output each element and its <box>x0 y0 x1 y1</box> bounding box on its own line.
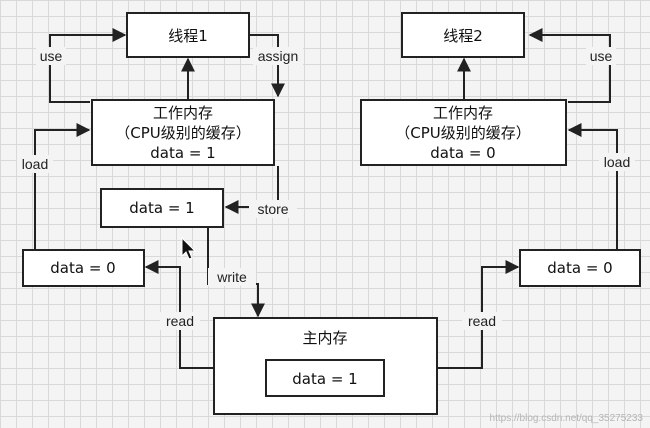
wm2-subtitle: （CPU级别的缓存） <box>395 124 531 142</box>
edge-load-right <box>567 123 618 250</box>
thread1-label: 线程1 <box>168 27 208 45</box>
edge-use-right <box>528 28 611 103</box>
label-use-left: use <box>40 48 63 64</box>
label-load-right: load <box>604 154 630 170</box>
working-memory-1: 工作内存 （CPU级别的缓存） data = 1 <box>91 99 275 166</box>
mouse-cursor-icon <box>181 236 197 260</box>
label-assign: assign <box>258 48 298 64</box>
right-copy-label: data = 0 <box>547 259 612 277</box>
label-use-right: use <box>590 48 613 64</box>
label-read-left: read <box>166 313 194 329</box>
wm1-data: data = 1 <box>150 144 215 162</box>
edge-load-left <box>34 123 91 250</box>
right-copy-box: data = 0 <box>519 249 641 287</box>
thread2-box: 线程2 <box>401 12 525 58</box>
working-memory-2: 工作内存 （CPU级别的缓存） data = 0 <box>360 99 567 166</box>
label-write: write <box>216 269 247 285</box>
edge-labels: use assign use load load store write rea… <box>17 47 635 330</box>
thread1-box: 线程1 <box>126 12 250 58</box>
store-box-label: data = 1 <box>129 199 194 217</box>
label-store: store <box>257 201 288 217</box>
store-box: data = 1 <box>100 188 224 228</box>
edge-assign <box>250 34 285 98</box>
left-copy-box: data = 0 <box>22 249 145 287</box>
label-load-left: load <box>22 156 48 172</box>
watermark: https://blog.csdn.net/qq_35275233 <box>490 413 644 424</box>
wm1-subtitle: （CPU级别的缓存） <box>115 124 251 142</box>
main-data-box: data = 1 <box>265 359 385 397</box>
wm2-title: 工作内存 <box>433 104 493 122</box>
main-memory-title: 主内存 <box>302 329 347 347</box>
wm1-title: 工作内存 <box>153 104 213 122</box>
edge-use-left <box>49 28 127 103</box>
left-copy-label: data = 0 <box>50 259 115 277</box>
main-data-label: data = 1 <box>292 370 357 388</box>
thread2-label: 线程2 <box>443 27 483 45</box>
label-read-right: read <box>468 313 496 329</box>
wm2-data: data = 0 <box>430 144 495 162</box>
